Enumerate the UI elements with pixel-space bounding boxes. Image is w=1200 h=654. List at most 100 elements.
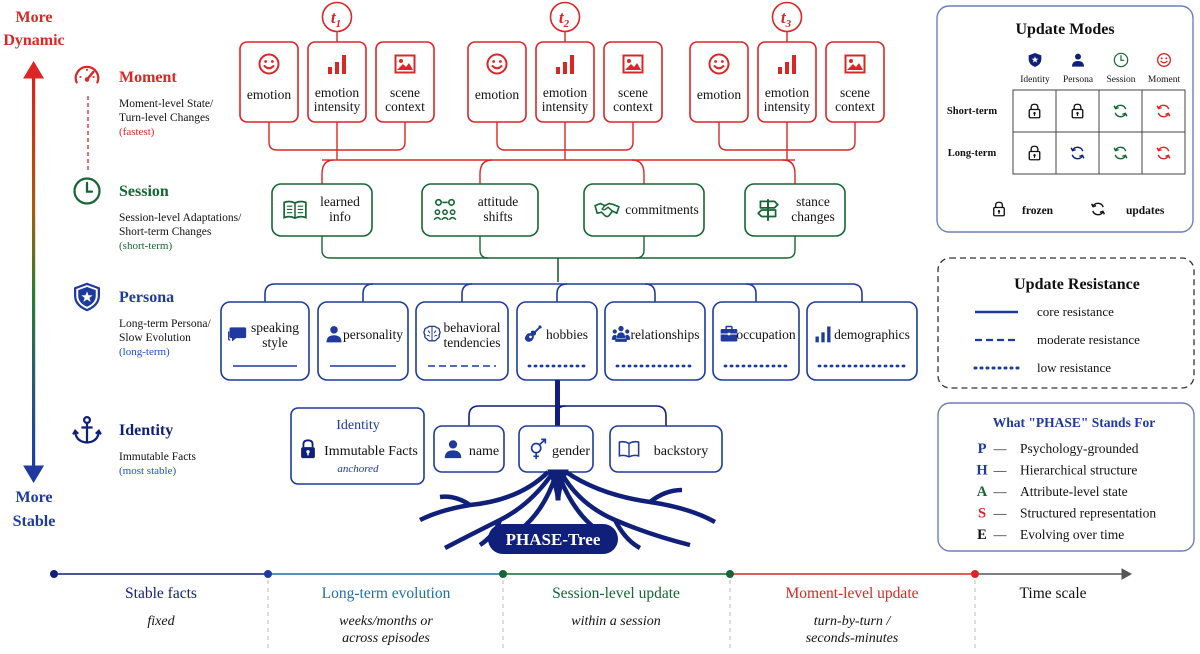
moment-branch [396, 122, 406, 151]
persona-box-frame [220, 301, 310, 381]
moment-branch [846, 122, 856, 151]
session-box-label: attitude [478, 194, 519, 209]
timeline-marker [726, 570, 734, 578]
axis-bottom-label: More [15, 489, 52, 506]
moment-box-label: emotion [765, 85, 809, 100]
phase-acronym-panel: What "PHASE" Stands ForP—Psychology-grou… [937, 402, 1195, 552]
moment-box-label: context [385, 99, 425, 114]
session-box-label: info [329, 209, 351, 224]
level-tag: (short-term) [119, 240, 172, 252]
persona-box-personality: personality [317, 301, 409, 381]
persona-box-occupation: occupation [712, 301, 800, 381]
axis-bottom-label: Stable [13, 513, 56, 530]
moment-box-label: intensity [542, 99, 589, 114]
resistance-label: core resistance [1037, 304, 1114, 319]
identity-group-frame [290, 407, 425, 485]
moment-to-session [479, 159, 493, 184]
turn-badge: t3 [771, 1, 803, 33]
moment-box-label: emotion [315, 85, 359, 100]
identity-box-backstory: backstory [609, 425, 723, 473]
phase-dash: — [993, 506, 1008, 521]
phase-letter: S [978, 506, 986, 522]
update-modes-row-label: Long-term [948, 148, 997, 159]
persona-box-label: speaking [251, 320, 299, 335]
identity-group-sub: anchored [337, 463, 379, 475]
level-title: Session [119, 183, 169, 200]
update-resistance-frame [937, 257, 1195, 389]
turn-label: t1 [331, 8, 341, 30]
update-modes-title: Update Modes [1015, 21, 1114, 38]
persona-box-label: hobbies [546, 327, 588, 342]
phase-letter: P [978, 441, 987, 457]
persona-box-frame [806, 301, 918, 381]
root [612, 518, 642, 550]
identity-box-label: backstory [654, 444, 708, 459]
persona-branch [556, 283, 568, 302]
persona-box-frame [604, 301, 706, 381]
timeline-sub: across episodes [342, 631, 430, 646]
identity-branch [468, 405, 480, 426]
session-box-label: learned [320, 194, 360, 209]
update-modes-row-label: Short-term [947, 106, 997, 117]
persona-box-hobbies: hobbies [516, 301, 598, 381]
session-branch [479, 236, 489, 259]
legend-frozen: frozen [1022, 205, 1054, 217]
identity-box-label: gender [552, 444, 590, 459]
moment-box-emotion: emotion [239, 41, 299, 123]
identity-branch [655, 405, 667, 426]
moment-box-label: intensity [314, 99, 361, 114]
resistance-label: low resistance [1037, 360, 1111, 375]
session-box-label: changes [791, 209, 834, 224]
identity-box-frame [433, 425, 505, 473]
turn-label: t2 [559, 8, 570, 30]
turn-label: t3 [781, 8, 792, 30]
phase-letter: A [977, 484, 988, 500]
persona-branch [851, 283, 863, 302]
phase-dash: — [993, 527, 1008, 542]
clock-icon [73, 177, 101, 205]
level-desc: Moment-level State/ [119, 98, 214, 110]
moment-box-label: context [835, 99, 875, 114]
phase-meaning: Attribute-level state [1020, 484, 1128, 499]
timeline-marker [499, 570, 507, 578]
persona-box-demographics: demographics [806, 301, 918, 381]
timeline-marker [971, 570, 979, 578]
moment-box-emotion: emotion [689, 41, 749, 123]
level-title: Moment [119, 69, 177, 86]
level-tag: (long-term) [119, 346, 170, 358]
update-modes-column: Moment [1148, 75, 1181, 85]
moment-to-session [631, 159, 645, 184]
timeline-title: Session-level update [552, 585, 680, 602]
axis-line [32, 74, 36, 470]
moment-box-label: intensity [764, 99, 811, 114]
timeline-marker [50, 570, 58, 578]
phase-meaning: Psychology-grounded [1020, 441, 1139, 456]
turn-badge: t2 [549, 1, 581, 33]
phase-letter: H [976, 463, 988, 479]
persona-box-label: tendencies [444, 335, 501, 350]
persona-box-relationships: relationships [604, 301, 706, 381]
persona-branch [362, 283, 374, 302]
level-title: Identity [119, 422, 173, 439]
root [564, 470, 717, 524]
phase-letter: E [977, 527, 987, 543]
persona-box-label: personality [343, 327, 403, 342]
persona-box-label: demographics [834, 327, 910, 342]
root-base [547, 469, 569, 501]
session-box-frame [421, 183, 539, 237]
moment-branch [624, 122, 634, 151]
root [648, 487, 683, 504]
phase-acronym-frame [937, 402, 1195, 552]
moment-box-label: emotion [543, 85, 587, 100]
